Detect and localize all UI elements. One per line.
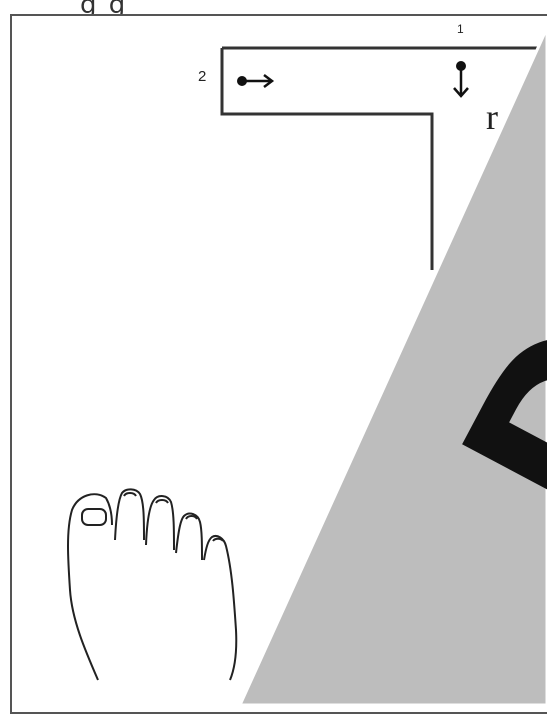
step-one-label: 1: [457, 22, 464, 36]
foot-icon: [68, 489, 236, 680]
step-two-label: 2: [198, 68, 206, 85]
right-arrow-icon: [238, 75, 273, 87]
down-arrow-icon: [454, 62, 468, 97]
letter-r-label: r: [486, 96, 498, 138]
